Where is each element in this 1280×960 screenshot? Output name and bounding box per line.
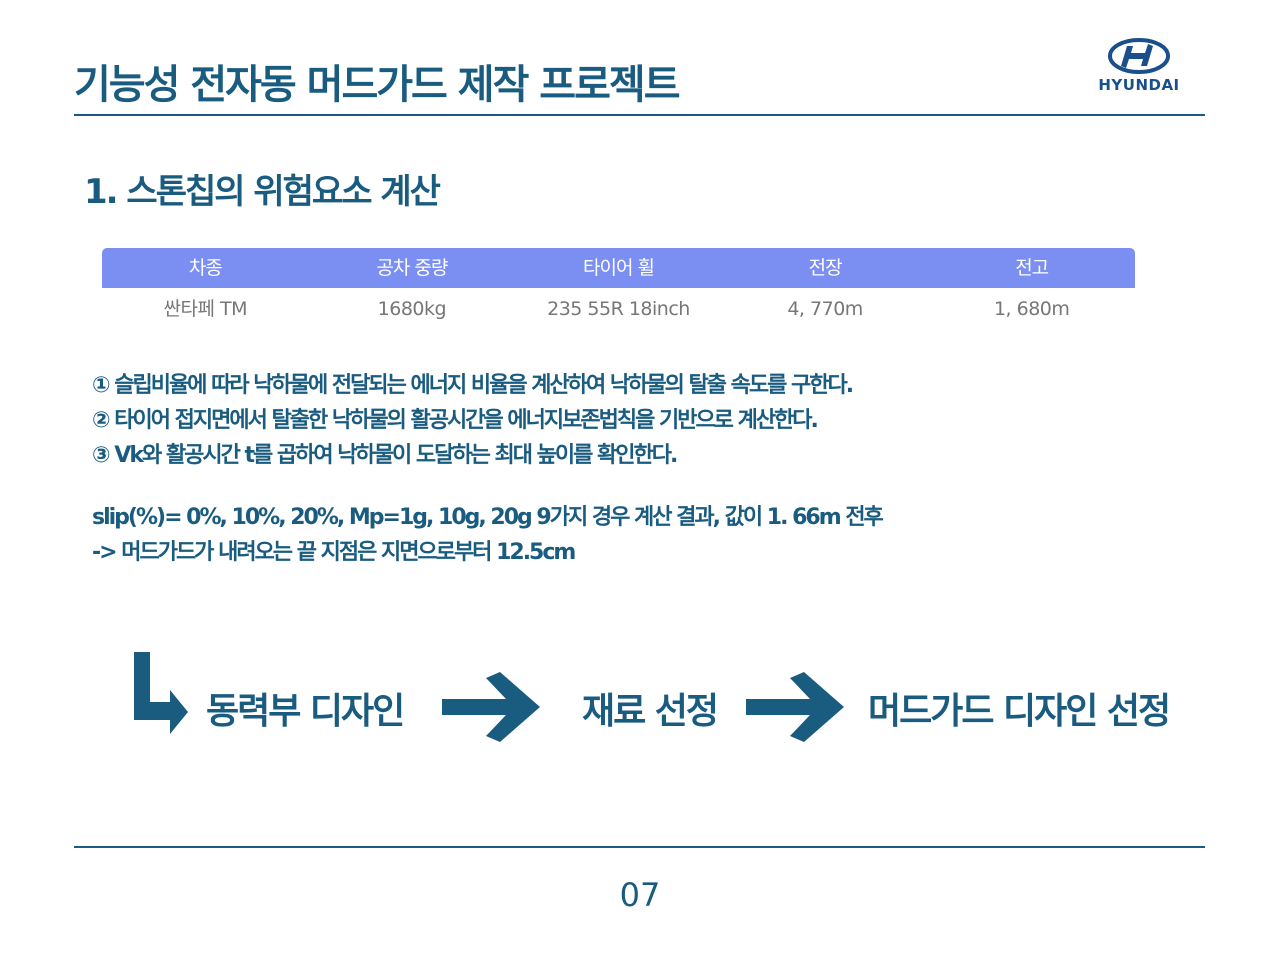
table-header-cell: 공차 중량 xyxy=(376,257,448,279)
result-line: slip(%)= 0%, 10%, 20%, Mp=1g, 10g, 20g 9… xyxy=(92,505,884,530)
flow-step-material-selection: 재료 선정 xyxy=(582,691,719,732)
vehicle-spec-table: 차종 공차 중량 타이어 휠 전장 전고 싼타페 TM 1680kg 235 5… xyxy=(102,248,1135,330)
table-header-cell: 차종 xyxy=(188,257,223,279)
flow-step-mudguard-design: 머드가드 디자인 선정 xyxy=(868,691,1171,732)
table-cell: 4, 770m xyxy=(787,298,863,320)
right-arrow-icon xyxy=(442,672,540,742)
hyundai-logo: HYUNDAI xyxy=(1094,38,1184,100)
footer-divider xyxy=(74,846,1205,848)
logo-wordmark: HYUNDAI xyxy=(1098,76,1180,94)
calculation-steps: ① 슬립비율에 따라 낙하물에 전달되는 에너지 비율을 계산하여 낙하물의 탈… xyxy=(92,368,854,473)
slide-title: 기능성 전자동 머드가드 제작 프로젝트 xyxy=(74,62,681,108)
table-cell: 1, 680m xyxy=(993,298,1070,320)
step-item: ③ Vk와 활공시간 t를 곱하여 낙하물이 도달하는 최대 높이를 확인한다. xyxy=(92,443,678,468)
table-cell: 235 55R 18inch xyxy=(547,298,690,320)
corner-arrow-icon xyxy=(134,652,188,734)
right-arrow-icon xyxy=(746,672,844,742)
table-header-cell: 전장 xyxy=(808,257,843,279)
page-number: 07 xyxy=(619,876,661,914)
section-title: 1. 스톤칩의 위험요소 계산 xyxy=(84,172,441,212)
table-header-cell: 타이어 휠 xyxy=(583,257,655,279)
table-cell: 1680kg xyxy=(377,298,447,320)
table-row: 싼타페 TM 1680kg 235 55R 18inch 4, 770m 1, … xyxy=(102,288,1135,330)
step-item: ① 슬립비율에 따라 낙하물에 전달되는 에너지 비율을 계산하여 낙하물의 탈… xyxy=(92,373,854,398)
table-cell: 싼타페 TM xyxy=(163,298,248,320)
table-header-cell: 전고 xyxy=(1015,257,1049,279)
hyundai-emblem-icon xyxy=(1108,38,1170,74)
result-line: -> 머드가드가 내려오는 끝 지점은 지면으로부터 12.5cm xyxy=(92,540,576,565)
step-item: ② 타이어 접지면에서 탈출한 낙하물의 활공시간을 에너지보존법칙을 기반으로… xyxy=(92,408,819,433)
header-divider xyxy=(74,114,1205,116)
calculation-result: slip(%)= 0%, 10%, 20%, Mp=1g, 10g, 20g 9… xyxy=(92,500,884,570)
flow-step-powertrain-design: 동력부 디자인 xyxy=(206,691,405,732)
table-header-row: 차종 공차 중량 타이어 휠 전장 전고 xyxy=(102,248,1135,288)
